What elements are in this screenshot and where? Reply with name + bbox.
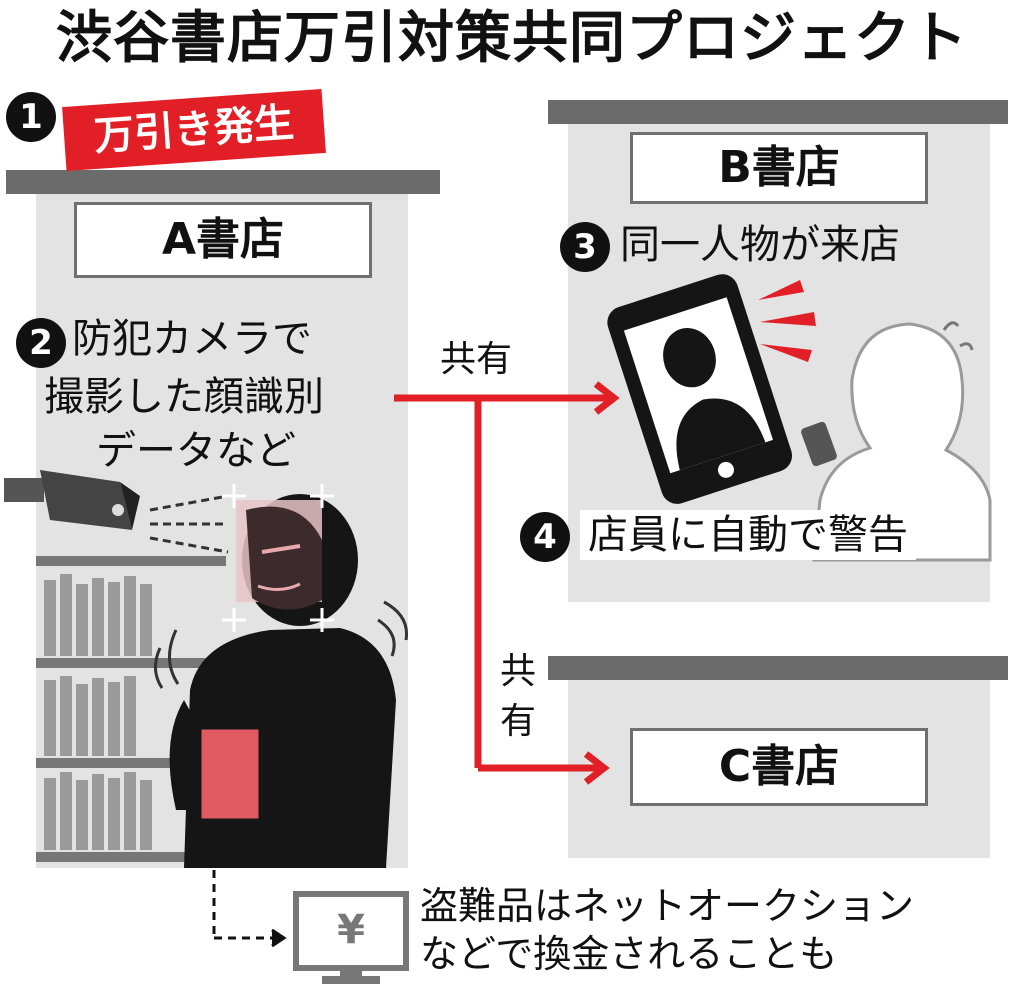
step-2-line-2: 撮影した顔識別	[44, 374, 324, 420]
resale-arrow	[212, 870, 287, 948]
share-label-vertical-1: 共	[500, 651, 537, 692]
store-b-roof	[548, 100, 1008, 124]
smartphone-icon	[607, 274, 793, 504]
step-2-line-1: 防犯カメラで	[72, 316, 312, 362]
step-4-number: 4	[520, 512, 570, 562]
step-1-number: 1	[6, 92, 56, 142]
store-clerk-figure	[801, 321, 992, 562]
resale-note-line-1: 盗難品はネットオークション	[420, 884, 915, 928]
yen-symbol: ¥	[337, 907, 365, 953]
step-4-label: 店員に自動で警告	[580, 510, 916, 560]
alert-burst-icon	[758, 280, 816, 362]
diagram-title: 渋谷書店万引対策共同プロジェクト	[56, 6, 968, 71]
store-a-roof	[6, 170, 440, 194]
bookshelf	[36, 556, 226, 862]
step-2-number: 2	[16, 318, 66, 368]
store-b-label: B書店	[630, 132, 928, 204]
share-label-top: 共有	[440, 339, 513, 380]
store-c-label: C書店	[630, 728, 928, 806]
store-a-label: A書店	[74, 202, 372, 278]
resale-note-line-2: などで換金されることも	[420, 932, 838, 976]
shoplifter-figure	[154, 484, 409, 868]
share-arrows	[394, 381, 620, 785]
step-3-label: 同一人物が来店	[620, 222, 900, 268]
step-2-line-3: データなど	[96, 428, 296, 474]
monitor-icon	[293, 891, 409, 984]
share-label-vertical-2: 有	[500, 701, 537, 742]
store-c-roof	[548, 656, 1008, 680]
security-camera-icon	[4, 470, 229, 554]
step-3-number: 3	[560, 222, 610, 272]
